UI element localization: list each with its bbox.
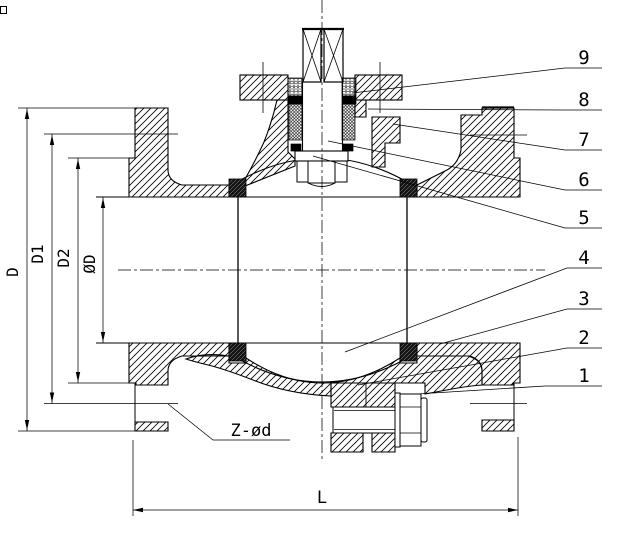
callout-5: 5: [312, 155, 602, 229]
bolt-hole-note-leader: [167, 403, 290, 441]
callout-9: 9: [351, 47, 602, 94]
dim-label-D2: D2: [54, 248, 73, 267]
callout-9-leader: [351, 67, 602, 94]
dim-label-L: L: [317, 488, 327, 508]
seat-rings: [228, 178, 418, 362]
dimension-labels: D D1 D2 ØD L: [3, 244, 327, 508]
callout-5-leader: [312, 155, 602, 229]
hex-head-facet-lines: [400, 406, 421, 434]
stem-assembly: [301, 27, 344, 151]
flange-face-lines: [134, 106, 515, 431]
callout-6-number: 6: [578, 169, 589, 191]
callout-8: 8: [367, 89, 602, 111]
thrust-seal-right: [342, 143, 354, 152]
stem-square-cross-marks: [302, 28, 344, 83]
callouts: 9 8 7 6 5 4 3 2: [312, 47, 602, 395]
callout-7: 7: [392, 123, 602, 151]
packing-rings-left: [288, 103, 303, 141]
bolt-hole-note-label: Z-ød: [231, 421, 272, 441]
callout-8-leader: [367, 108, 602, 111]
left-flange-lower-section: [128, 342, 230, 386]
gland-plate-left: [239, 74, 289, 101]
stem-housing-neck: [238, 99, 401, 190]
callout-4-number: 4: [578, 247, 589, 269]
callout-7-number: 7: [578, 129, 589, 151]
drain-boss-lower-right: [371, 432, 396, 453]
callout-6: 6: [327, 140, 602, 191]
drain-plug-threads: [334, 410, 395, 430]
seat-lower-left: [228, 342, 247, 362]
drain-boss-lower-left: [330, 432, 364, 453]
packing-rings-right: [341, 103, 356, 141]
left-flange-bottom-rim: [134, 421, 169, 432]
seat-upper-right: [399, 178, 418, 198]
drain-plug-head-cap: [420, 397, 428, 443]
stem-tang: [307, 160, 336, 184]
gland-plate-right: [354, 74, 403, 101]
callout-3-leader: [439, 308, 602, 345]
right-flange-and-body: [416, 107, 521, 432]
drain-plug-shank: [332, 406, 396, 434]
callout-3: 3: [439, 288, 602, 345]
callout-2-leader: [357, 347, 602, 386]
packing-spring-left: [287, 77, 303, 97]
callout-4-leader: [344, 267, 602, 353]
callout-2: 2: [357, 327, 602, 386]
seat-upper-left: [228, 178, 247, 198]
callout-8-number: 8: [578, 89, 589, 111]
packing-spring-right: [341, 77, 357, 97]
callout-1: 1: [416, 365, 602, 395]
stem-packing-stack: [287, 77, 357, 152]
seal-ring-right: [341, 95, 357, 105]
packing-gland-flange: [239, 74, 403, 101]
callout-2-number: 2: [578, 327, 589, 349]
right-flange-bottom-rim: [481, 419, 515, 432]
neck-left-wall: [238, 99, 296, 190]
callout-5-number: 5: [578, 207, 589, 229]
right-flange-upper-section: [416, 107, 521, 198]
dim-label-D: D: [3, 267, 22, 277]
drain-plug-hex-head: [399, 393, 422, 447]
left-flange-upper-section: [128, 107, 230, 198]
drain-boss-upper: [330, 382, 396, 408]
callout-3-number: 3: [578, 288, 589, 310]
drain-plug-washer: [394, 392, 401, 448]
bolt-hole-note: Z-ød: [167, 403, 290, 441]
frame-corner-mark: [0, 6, 7, 14]
bonnet-piece: [371, 116, 401, 168]
centerlines: [118, 0, 545, 460]
dim-label-D1: D1: [28, 244, 47, 263]
neck-right-wall: [354, 99, 367, 118]
dimension-arrowheads: [24, 109, 518, 513]
callout-1-number: 1: [578, 365, 589, 387]
callout-9-number: 9: [578, 47, 589, 69]
thrust-seal-left: [290, 143, 302, 152]
seat-lower-right: [399, 342, 418, 362]
drain-plug: [332, 392, 428, 448]
dim-label-bore: ØD: [80, 254, 99, 273]
callout-4: 4: [344, 247, 602, 353]
left-flange-and-cap: [128, 107, 230, 432]
ball-slot-notch: [307, 182, 336, 187]
stem-collar: [294, 150, 349, 162]
callout-6-leader: [327, 140, 602, 191]
callout-7-leader: [392, 123, 602, 151]
bolt-hole-centerlines: [470, 134, 527, 404]
callout-1-leader: [416, 385, 602, 395]
seal-ring-left: [287, 95, 303, 105]
ball-slot-outline: [296, 160, 348, 183]
dimension-lines: [18, 107, 519, 516]
